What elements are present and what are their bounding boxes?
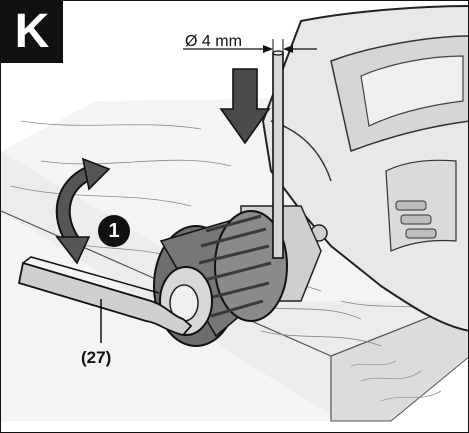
rotate-arrow-icon bbox=[55, 157, 111, 265]
down-arrow-icon bbox=[219, 68, 271, 145]
dimension-label: Ø 4 mm bbox=[185, 33, 242, 50]
hex-key bbox=[17, 256, 193, 343]
figure-letter-badge: K bbox=[1, 1, 63, 63]
dimension-line bbox=[183, 39, 317, 61]
drill-body bbox=[261, 5, 468, 332]
drill-bit bbox=[272, 50, 284, 259]
step-number-badge: 1 bbox=[98, 215, 130, 247]
part-number-label: (27) bbox=[81, 348, 112, 367]
